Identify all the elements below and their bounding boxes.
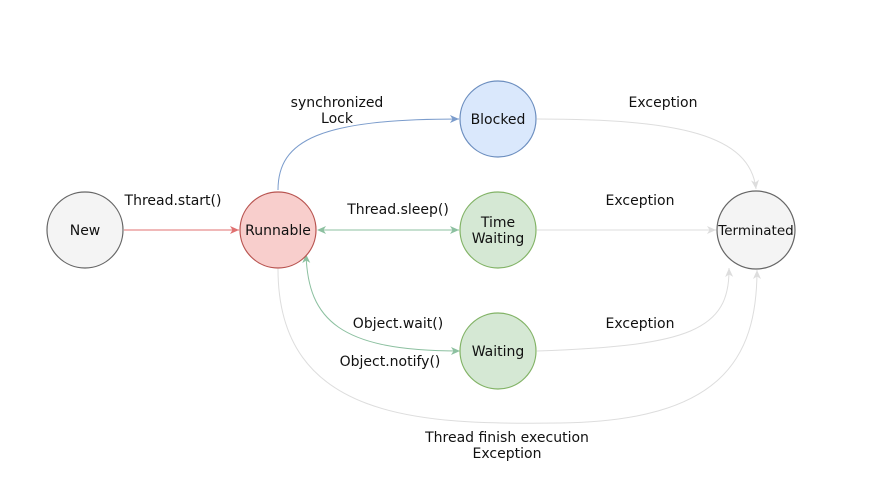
state-time-waiting-circle [459, 191, 537, 269]
state-terminated: Terminated [716, 190, 796, 270]
label-synchronized: synchronized [291, 95, 384, 111]
state-runnable-circle [239, 191, 317, 269]
state-blocked-label: Blocked [471, 112, 526, 128]
label-finish-exception: Exception [473, 446, 542, 462]
state-runnable-label: Runnable [245, 223, 311, 239]
state-waiting-label: Waiting [472, 344, 525, 360]
label-waiting-exception: Exception [606, 316, 675, 332]
edge-wait-notify [302, 253, 460, 355]
state-waiting: Waiting [459, 312, 537, 390]
state-new: New [46, 191, 124, 269]
state-waiting-circle [459, 312, 537, 390]
label-thread-start: Thread.start() [124, 193, 222, 209]
state-terminated-circle [716, 190, 796, 270]
label-thread-sleep: Thread.sleep() [346, 202, 449, 218]
state-blocked: Blocked [459, 80, 537, 158]
state-time-waiting: Time Waiting [459, 191, 537, 269]
state-new-circle [46, 191, 124, 269]
state-new-label: New [70, 223, 101, 239]
edge-lock [277, 115, 460, 191]
state-time-waiting-label-line2: Waiting [472, 231, 525, 247]
label-time-waiting-exception: Exception [606, 193, 675, 209]
edge-blocked-exception [536, 118, 759, 190]
label-thread-finish: Thread finish execution [424, 430, 589, 446]
state-terminated-label: Terminated [717, 223, 793, 239]
label-object-wait: Object.wait() [353, 316, 443, 332]
edge-finish [277, 268, 761, 424]
label-blocked-exception: Exception [629, 95, 698, 111]
state-blocked-circle [459, 80, 537, 158]
state-time-waiting-label-line1: Time [480, 215, 515, 231]
state-runnable: Runnable [239, 191, 317, 269]
label-object-notify: Object.notify() [340, 354, 441, 370]
label-lock: Lock [321, 111, 354, 127]
edge-waiting-exception [536, 267, 734, 352]
